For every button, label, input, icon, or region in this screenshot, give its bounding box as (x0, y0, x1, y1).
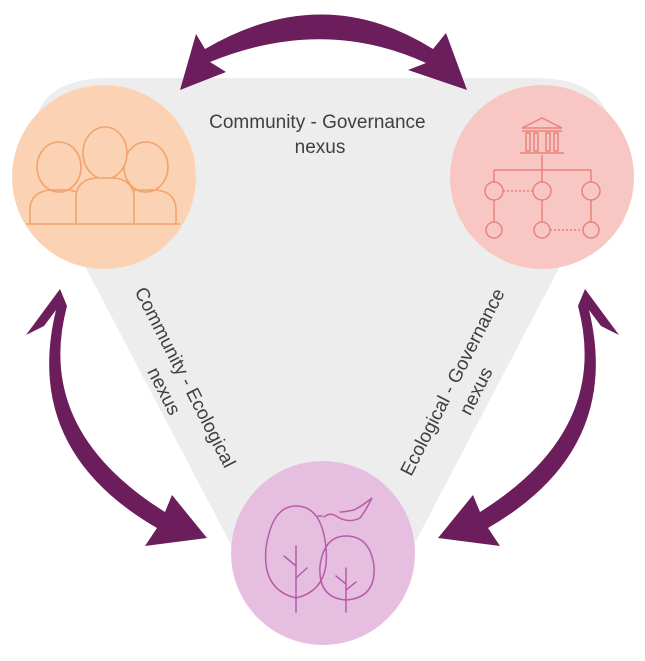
trees-bird-icon (264, 497, 375, 613)
right-double-arrow (438, 289, 619, 546)
community-governance-label: Community - Governance nexus (209, 112, 431, 158)
top-double-arrow (180, 14, 467, 90)
ecological-node (231, 461, 415, 645)
people-group-icon (26, 126, 180, 225)
community-node (12, 85, 196, 269)
institution-hierarchy-icon (484, 117, 601, 239)
governance-node (450, 85, 634, 269)
arrows (26, 14, 619, 546)
left-double-arrow (26, 289, 207, 546)
